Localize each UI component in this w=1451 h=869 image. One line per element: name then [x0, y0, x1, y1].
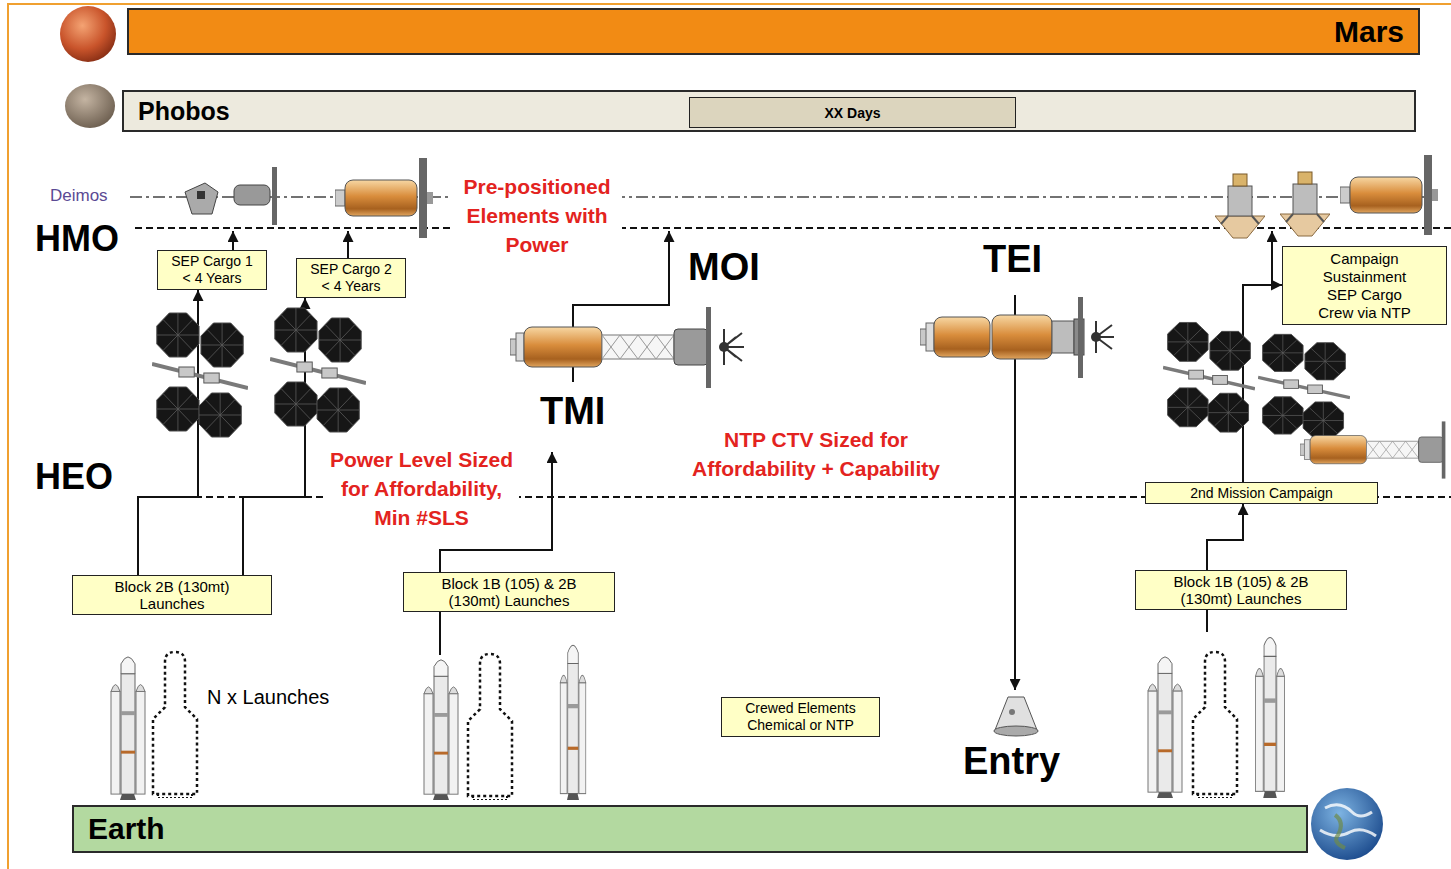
spacecraft — [920, 297, 1114, 378]
cargo-element — [1340, 155, 1438, 235]
callout-text: Pre-positioned Elements with Power — [452, 172, 622, 259]
mars-globe — [60, 6, 116, 62]
solar-array — [1258, 334, 1350, 439]
cargo-note: SEP Cargo 2 < 4 Years — [296, 258, 406, 298]
node-text: Block 2B (130mt) Launches — [85, 578, 259, 612]
node-text: Mars — [1334, 15, 1404, 49]
rocket — [111, 657, 145, 800]
frame-line — [8, 4, 1451, 869]
orbit-label: Deimos — [50, 186, 108, 206]
orbit-label: HMO — [35, 218, 119, 260]
node-text: SEP Cargo 2 < 4 Years — [307, 261, 395, 295]
launch-count: N x Launches — [207, 686, 329, 709]
campaign-note: 2nd Mission Campaign — [1145, 482, 1378, 504]
connector — [1207, 504, 1243, 570]
rocket-outline — [1193, 652, 1237, 798]
callout-text: NTP CTV Sized for Affordability + Capabi… — [671, 425, 961, 483]
node-text: Block 1B (105) & 2B (130mt) Launches — [1166, 573, 1316, 607]
maneuver-label: TMI — [540, 390, 605, 433]
node-text: Crewed Elements Chemical or NTP — [730, 700, 871, 734]
connector — [1243, 285, 1282, 482]
cargo-element — [234, 167, 277, 225]
launch-note: Block 2B (130mt) Launches — [72, 575, 272, 615]
rocket — [560, 645, 586, 800]
campaign-note: Campaign Sustainment SEP Cargo Crew via … — [1282, 246, 1447, 325]
rocket-outline — [153, 652, 197, 798]
lander — [1215, 174, 1265, 238]
spacecraft — [510, 307, 744, 388]
planet-band: Earth — [72, 805, 1308, 853]
spacecraft — [1300, 421, 1451, 478]
earth-globe — [1311, 788, 1383, 860]
callout-text: Power Level Sized for Affordability, Min… — [324, 445, 519, 532]
rocket — [1148, 657, 1182, 798]
node-text: Campaign Sustainment SEP Cargo Crew via … — [1312, 250, 1417, 322]
phobos-moon — [65, 84, 115, 128]
node-text: Earth — [88, 812, 165, 846]
solar-array — [270, 308, 366, 432]
cargo-element — [335, 158, 433, 238]
launch-note: Block 1B (105) & 2B (130mt) Launches — [1135, 570, 1347, 610]
rocket-outline — [468, 654, 512, 800]
lander — [1280, 172, 1330, 236]
maneuver-label: MOI — [688, 246, 760, 289]
duration-box: XX Days — [689, 97, 1016, 128]
solar-array — [152, 313, 248, 437]
solar-array — [1163, 322, 1255, 432]
node-text: 2nd Mission Campaign — [1190, 485, 1332, 501]
rocket — [1256, 638, 1285, 798]
orbit-label: HEO — [35, 456, 113, 498]
node-text: SEP Cargo 1 < 4 Years — [168, 253, 256, 287]
node-text: XX Days — [824, 105, 880, 121]
rocket — [424, 660, 458, 800]
event-label: Entry — [963, 740, 1060, 783]
flow-arrow — [233, 231, 1272, 690]
cargo-note: SEP Cargo 1 < 4 Years — [157, 250, 267, 290]
maneuver-label: TEI — [983, 238, 1042, 281]
node-text: Phobos — [138, 97, 230, 125]
capsule — [994, 697, 1038, 736]
crew-note: Crewed Elements Chemical or NTP — [721, 697, 880, 737]
launch-note: Block 1B (105) & 2B (130mt) Launches — [403, 572, 615, 612]
planet-band: Mars — [127, 8, 1420, 55]
moon-band: Phobos XX Days — [122, 90, 1416, 132]
probe — [185, 183, 218, 214]
node-text: Block 1B (105) & 2B (130mt) Launches — [434, 575, 584, 609]
